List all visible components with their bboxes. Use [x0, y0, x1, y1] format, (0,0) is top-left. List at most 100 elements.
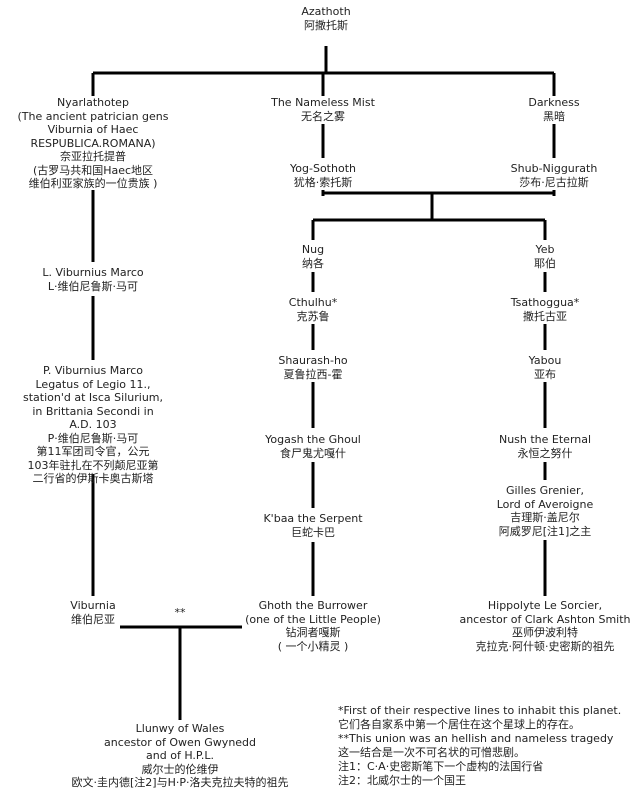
node-line: Darkness [528, 96, 580, 109]
node-line: Viburnia of Haec [47, 123, 139, 136]
node-line: L·维伯尼鲁斯·马可 [47, 279, 139, 293]
node-line: and of H.P.L. [146, 749, 214, 762]
node-line: 吉理斯·盖尼尔 [510, 511, 580, 524]
node-line: 无名之雾 [301, 109, 345, 123]
node-line: 食尸鬼尤嘎什 [280, 446, 346, 460]
node-line: 威尔士的伦维伊 [141, 762, 219, 776]
connector [120, 625, 242, 720]
node-line: 克苏鲁 [296, 309, 330, 323]
node-line: (one of the Little People) [245, 612, 381, 626]
node-line: 维伯利亚家族的一位贵族 ) [28, 177, 158, 190]
node-line: Nug [301, 243, 325, 256]
node-line: 巫师伊波利特 [511, 626, 578, 639]
node-line: station'd at Isca Silurium, [23, 391, 163, 404]
node-line: Nyarlathotep [57, 96, 129, 109]
footnote: 注2：北威尔士的一个国王 [338, 774, 466, 787]
node-line: ancestor of Owen Gwynedd [103, 735, 257, 749]
node-line: 黑暗 [543, 109, 565, 123]
node-line: ( 一个小精灵 ) [277, 639, 349, 653]
node-line: Cthulhu* [288, 296, 338, 309]
node-line: The Nameless Mist [271, 96, 375, 109]
footnote: **This union was an hellish and nameless… [338, 732, 614, 745]
node-line: 奈亚拉托提普 [60, 150, 126, 163]
connector [311, 272, 547, 596]
node-hippolyte: Hippolyte Le Sorcier,ancestor of Clark A… [459, 599, 630, 653]
node-line: (古罗马共和国Haec地区 [32, 163, 154, 177]
node-line: 耶伯 [534, 256, 556, 270]
node-line: A.D. 103 [69, 418, 117, 431]
node-line: Yeb [535, 243, 555, 256]
node-line: Nush the Eternal [498, 433, 592, 446]
connector [311, 190, 556, 240]
node-tsathoggua: Tsathoggua*撒托古亚 [511, 296, 580, 323]
node-line: K'baa the Serpent [263, 512, 363, 525]
node-line: Legatus of Legio 11., [35, 377, 151, 391]
node-line: 克拉克·阿什顿·史密斯的祖先 [475, 639, 615, 653]
node-line: 永恒之努什 [517, 446, 573, 460]
footnote: 这一结合是一次不可名状的可憎悲剧。 [338, 746, 525, 759]
node-line: 维伯尼亚 [71, 612, 115, 626]
node-line: 莎布·尼古拉斯 [519, 175, 589, 189]
node-line: in Brittania Secondi in [32, 404, 154, 418]
node-line: 纳各 [302, 256, 324, 270]
node-line: Shub-Niggurath [510, 162, 598, 175]
node-ghoth: Ghoth the Burrower(one of the Little Peo… [245, 599, 381, 653]
node-line: 夏鲁拉西-霍 [283, 367, 343, 381]
node-line: 欧文·圭内德[注2]与H·P·洛夫克拉夫特的祖先 [71, 776, 289, 789]
node-line: 亚布 [533, 367, 556, 381]
node-line: L. Viburnius Marco [42, 266, 144, 279]
node-line: 撒托古亚 [523, 309, 567, 323]
footnote: 注1：C·A·史密斯笔下一个虚构的法国行省 [338, 760, 544, 773]
node-line: 阿撒托斯 [304, 18, 348, 32]
node-line: Azathoth [301, 5, 351, 18]
node-line: (The ancient patrician gens [17, 109, 169, 123]
footnote: 它们各自家系中第一个居住在这个星球上的存在。 [338, 718, 580, 731]
node-line: P. Viburnius Marco [42, 364, 144, 377]
connector [91, 124, 556, 596]
node-line: Gilles Grenier, [505, 484, 585, 497]
union-mark: ** [174, 606, 186, 619]
node-line: Lord of Averoigne [496, 497, 594, 511]
node-line: RESPUBLICA.ROMANA) [30, 136, 156, 150]
node-line: 第11军团司令官，公元 [36, 445, 150, 458]
node-line: Ghoth the Burrower [258, 599, 368, 612]
node-line: 103年驻扎在不列颠尼亚第 [27, 458, 159, 472]
footnote: *First of their respective lines to inha… [338, 704, 622, 717]
node-line: 犹格·索托斯 [293, 175, 353, 189]
footnotes: *First of their respective lines to inha… [338, 704, 621, 788]
node-line: P·维伯尼鲁斯·马可 [47, 431, 139, 445]
node-line: Hippolyte Le Sorcier, [487, 599, 603, 612]
node-line: Llunwy of Wales [135, 722, 225, 735]
node-cthulhu: Cthulhu*克苏鲁 [289, 296, 337, 323]
node-line: 巨蛇卡巴 [291, 525, 335, 539]
node-line: ancestor of Clark Ashton Smith [459, 612, 631, 626]
node-line: Tsathoggua* [510, 296, 580, 309]
node-line: Viburnia [70, 599, 116, 612]
connector [91, 46, 556, 96]
node-line: 钻洞者嘎斯 [285, 626, 341, 639]
node-line: Shaurash-ho [278, 354, 348, 367]
node-line: 阿威罗尼[注1]之主 [498, 524, 592, 538]
node-line: 二行省的伊斯卡奥古斯塔 [32, 472, 154, 485]
node-line: Yog-Sothoth [290, 162, 356, 175]
